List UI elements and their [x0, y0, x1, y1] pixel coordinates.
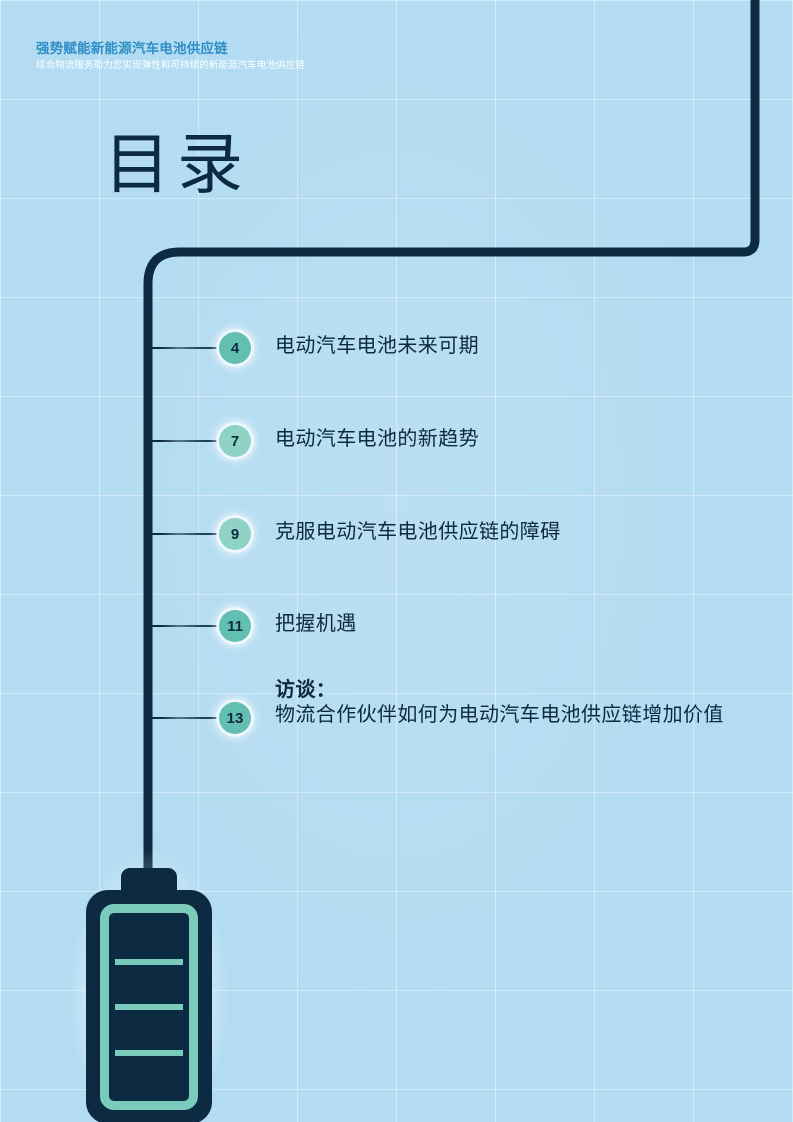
header-title: 强势赋能新能源汽车电池供应链: [36, 41, 228, 56]
toc-entry-label[interactable]: 电动汽车电池未来可期: [275, 334, 479, 359]
toc-entry-label[interactable]: 访谈： 物流合作伙伴如何为电动汽车电池供应链增加价值: [275, 678, 724, 728]
toc-entry-title: 克服电动汽车电池供应链的障碍: [275, 521, 561, 543]
page-title: 目录: [104, 127, 250, 201]
toc-connector-line: [148, 533, 217, 535]
battery-cell: [115, 1055, 183, 1095]
battery-graphic: [70, 852, 228, 1122]
header-subtitle: 综合物流服务助力您实现弹性和可持续的新能源汽车电池供应链: [36, 60, 305, 71]
toc-connector-line: [148, 347, 217, 349]
toc-entry-title: 访谈：: [275, 679, 337, 701]
toc-connector-line: [148, 625, 217, 627]
battery-cell: [115, 1010, 183, 1056]
toc-page-badge[interactable]: 11: [219, 610, 251, 642]
toc-entry-label[interactable]: 电动汽车电池的新趋势: [275, 427, 479, 452]
toc-connector-line: [148, 717, 217, 719]
toc-page-badge[interactable]: 7: [219, 425, 251, 457]
toc-entry-subtitle: 物流合作伙伴如何为电动汽车电池供应链增加价值: [275, 704, 724, 726]
toc-page-badge[interactable]: 4: [219, 332, 251, 364]
toc-connector-line: [148, 440, 217, 442]
toc-page-number: 4: [230, 339, 240, 357]
toc-page-badge[interactable]: 13: [219, 702, 251, 734]
battery-cell: [115, 964, 183, 1010]
toc-entry-title: 电动汽车电池未来可期: [275, 335, 479, 357]
toc-page-number: 11: [227, 617, 243, 635]
toc-page-badge[interactable]: 9: [219, 518, 251, 550]
battery-body: [86, 890, 212, 1122]
toc-entry-label[interactable]: 把握机遇: [275, 612, 357, 637]
toc-page-number: 13: [226, 709, 244, 727]
toc-page-number: 7: [230, 432, 240, 450]
toc-entry-label[interactable]: 克服电动汽车电池供应链的障碍: [275, 520, 561, 545]
battery-cell-container: [100, 904, 198, 1110]
toc-page-number: 9: [230, 525, 240, 543]
battery-cell: [115, 919, 183, 965]
toc-entry-title: 把握机遇: [275, 613, 357, 635]
toc-entry-title: 电动汽车电池的新趋势: [275, 428, 479, 450]
header: 强势赋能新能源汽车电池供应链 综合物流服务助力您实现弹性和可持续的新能源汽车电池…: [36, 41, 556, 72]
